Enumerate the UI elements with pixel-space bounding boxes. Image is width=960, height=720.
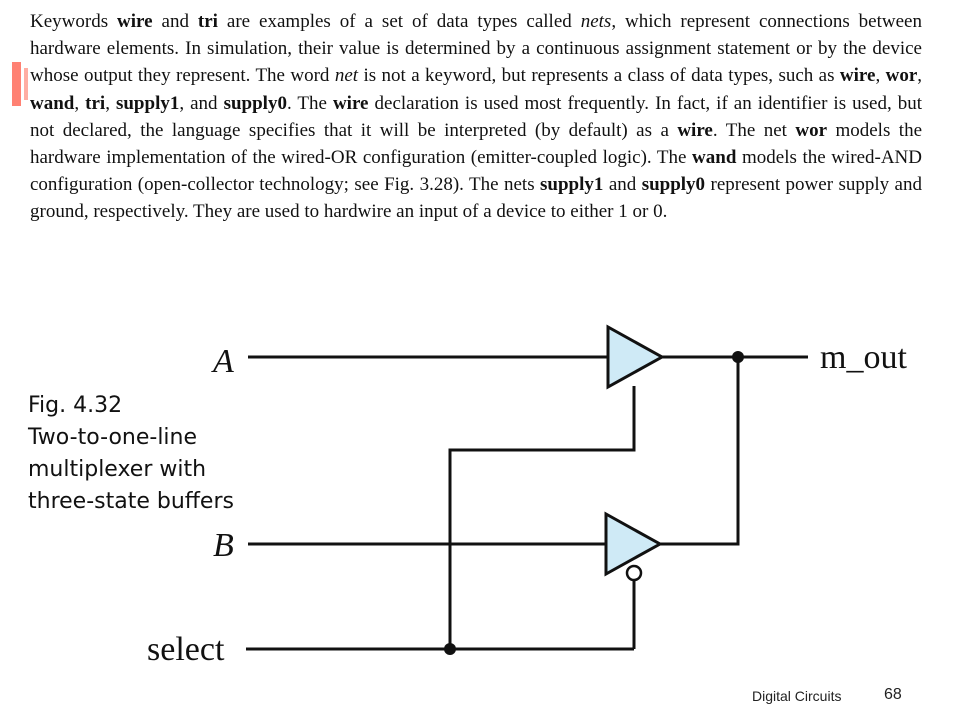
buffer-b: [604, 511, 664, 577]
figure-caption: Fig. 4.32 Two-to-one-line multiplexer wi…: [28, 390, 234, 518]
label-a: A: [211, 343, 234, 380]
inverter-bubble: [625, 564, 643, 582]
paragraph-run: Keywords: [30, 11, 118, 32]
junction-dot-select: [444, 643, 456, 655]
paragraph-run: represent power supply and ground, respe…: [30, 174, 922, 223]
paragraph-run: wor: [795, 119, 828, 141]
paragraph-run: declaration is used most frequently. In …: [30, 92, 922, 141]
paragraph-run: ,: [875, 65, 886, 87]
wire-select-to-a-control: [448, 386, 636, 649]
wire-b-out: [660, 357, 740, 546]
label-m-out: m_out: [820, 339, 907, 376]
paragraph-run: supply0: [641, 174, 706, 196]
paragraph-run: wire: [332, 92, 369, 114]
paragraph-run: tri: [197, 11, 218, 32]
slide-accent-bar: [12, 62, 21, 106]
paragraph-run: are examples of a set of data types call…: [217, 11, 581, 32]
paragraph-run: , and: [179, 92, 224, 114]
paragraph-run: , which represent connections between ha…: [30, 11, 922, 87]
paragraph-run: wire: [117, 11, 153, 32]
caption-line-3: multiplexer with: [28, 457, 207, 482]
paragraph-run: and: [603, 174, 642, 196]
caption-line-2: Two-to-one-line: [28, 425, 198, 450]
body-paragraph: Keywords wire and tri are examples of a …: [30, 8, 922, 226]
paragraph-run: models the hardware implementation of th…: [30, 119, 922, 169]
paragraph-run: models the wired-AND configuration (open…: [30, 147, 922, 196]
paragraph-run: supply1: [115, 92, 180, 114]
slide-accent-bar-inner: [24, 68, 28, 100]
label-b: B: [213, 527, 234, 564]
junction-dot-output: [732, 351, 744, 363]
paragraph-run: wand: [30, 92, 75, 114]
paragraph-run: is not a keyword, but represents a class…: [358, 65, 840, 87]
page-number: 68: [884, 686, 902, 703]
paragraph-run: nets: [580, 11, 612, 32]
footer-label: Digital Circuits: [752, 688, 842, 704]
paragraph-run: . The net: [712, 119, 796, 141]
paragraph-run: and: [152, 11, 198, 32]
caption-line-1: Fig. 4.32: [28, 393, 123, 418]
figure-background: [148, 318, 926, 670]
label-select: select: [147, 631, 225, 668]
paragraph-run: ,: [74, 92, 86, 114]
paragraph-run: wor: [885, 65, 918, 87]
caption-line-4: three-state buffers: [28, 489, 234, 514]
paragraph-run: ,: [105, 92, 116, 114]
buffer-a: [606, 324, 666, 390]
paragraph-run: . The: [286, 92, 333, 114]
paragraph-run: supply0: [223, 92, 287, 114]
paragraph-run: supply1: [540, 174, 604, 196]
paragraph-run: net: [334, 65, 359, 87]
paragraph-run: wand: [692, 147, 737, 169]
paragraph-run: ,: [917, 65, 923, 87]
paragraph-run: tri: [85, 92, 106, 114]
paragraph-run: wire: [839, 65, 876, 87]
paragraph-run: wire: [677, 119, 713, 141]
